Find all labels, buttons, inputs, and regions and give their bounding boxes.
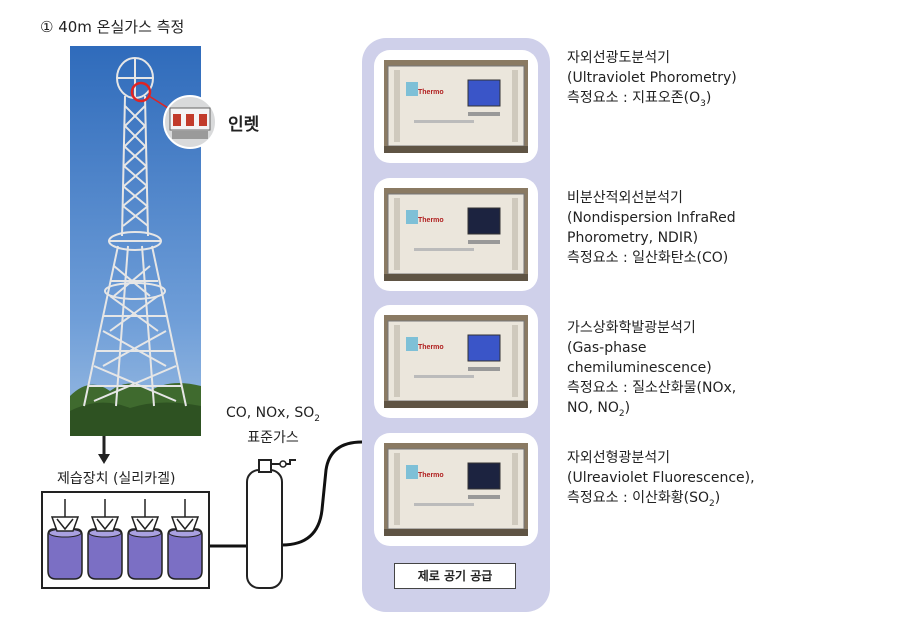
analyzer-method: chemiluminescence) bbox=[567, 360, 712, 376]
analyzer-instrument: Thermo bbox=[384, 315, 528, 408]
svg-text:Thermo: Thermo bbox=[418, 344, 444, 351]
gas-cylinder bbox=[246, 459, 296, 589]
standard-gas-formula: CO, NOx, SO bbox=[225, 405, 315, 421]
analyzer-instrument: Thermo bbox=[384, 188, 528, 281]
analyzer-name: 가스상화학발광분석기 bbox=[567, 320, 696, 336]
inlet-marker bbox=[130, 81, 152, 103]
analyzer-instrument: Thermo bbox=[384, 443, 528, 536]
analyzer-method: (Ultraviolet Phorometry) bbox=[567, 70, 737, 86]
flow-arrow-head bbox=[98, 454, 110, 464]
analyzer-name: 자외선광도분석기 bbox=[567, 50, 671, 66]
inlet-leader-line bbox=[148, 95, 169, 109]
svg-text:Thermo: Thermo bbox=[418, 217, 444, 224]
tower-photo bbox=[70, 46, 201, 436]
svg-text:Thermo: Thermo bbox=[418, 472, 444, 479]
analyzer-card: Thermo bbox=[374, 305, 538, 418]
inlet-zoom bbox=[163, 95, 217, 149]
silica-gel-jars bbox=[47, 499, 203, 580]
svg-text:Thermo: Thermo bbox=[418, 89, 444, 96]
standard-gas-name: 표준가스 bbox=[247, 429, 299, 446]
tube-cylinder-to-panel bbox=[281, 440, 363, 547]
silica-gel-jar bbox=[47, 499, 83, 580]
analyzer-method: (Ulreaviolet Fluorescence), bbox=[567, 470, 755, 486]
analyzer-card: Thermo bbox=[374, 433, 538, 546]
analyzer-element: 측정요소 : 일산화탄소(CO) bbox=[567, 250, 729, 266]
silica-gel-jar bbox=[87, 499, 123, 580]
analyzer-element: 측정요소 : 이산화황(SO2) bbox=[567, 490, 721, 509]
standard-gas-label: CO, NOx, SO2 표준가스 bbox=[218, 404, 328, 448]
silica-gel-jar bbox=[167, 499, 203, 580]
analyzer-description: 자외선형광분석기 (Ulreaviolet Fluorescence), 측정요소 … bbox=[567, 448, 755, 514]
inlet-label: 인렛 bbox=[228, 115, 260, 135]
tower-title: ① 40m 온실가스 측정 bbox=[40, 18, 185, 36]
analyzer-method: (Gas-phase bbox=[567, 340, 647, 356]
standard-gas-sub: 2 bbox=[314, 413, 320, 424]
analyzer-element: 측정요소 : 지표오존(O3) bbox=[567, 90, 712, 109]
analyzer-method: (Nondispersion InfraRed bbox=[567, 210, 736, 226]
analyzer-instrument: Thermo bbox=[384, 60, 528, 153]
analyzer-card: Thermo bbox=[374, 50, 538, 163]
analyzer-element: 측정요소 : 질소산화물(NOx, bbox=[567, 380, 737, 396]
analyzer-description: 가스상화학발광분석기 (Gas-phase chemiluminescence) 측정… bbox=[567, 318, 736, 424]
analyzer-card: Thermo bbox=[374, 178, 538, 291]
dehumidifier-box bbox=[41, 491, 210, 589]
analyzer-method: Phorometry, NDIR) bbox=[567, 230, 699, 246]
analyzer-element-continued: NO, NO2) bbox=[567, 400, 631, 419]
analyzer-name: 자외선형광분석기 bbox=[567, 450, 671, 466]
silica-gel-jar bbox=[127, 499, 163, 580]
zero-air-supply-label: 제로 공기 공급 bbox=[394, 563, 516, 589]
analyzer-name: 비분산적외선분석기 bbox=[567, 190, 683, 206]
analyzer-description: 자외선광도분석기 (Ultraviolet Phorometry) 측정요소 : 지… bbox=[567, 48, 737, 114]
dehumidifier-label: 제습장치 (실리카겔) bbox=[57, 471, 176, 487]
